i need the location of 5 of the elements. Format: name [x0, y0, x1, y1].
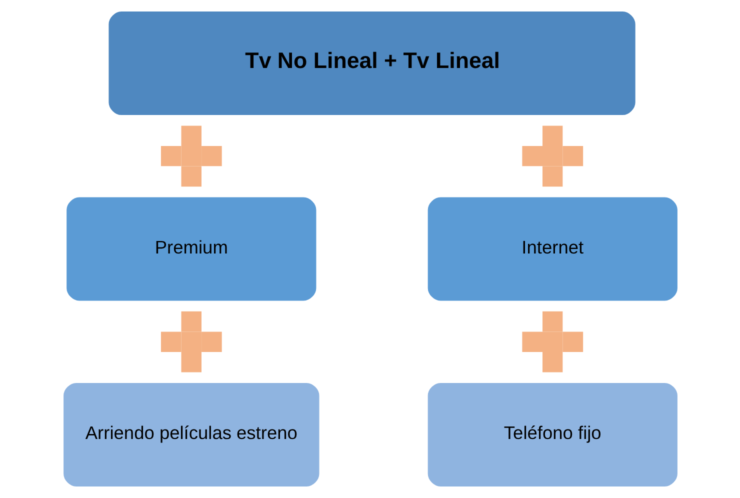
node-box: Internet: [427, 197, 677, 301]
node-box: Teléfono fijo: [427, 382, 677, 486]
node-box: Premium: [66, 197, 316, 301]
node-box: Arriendo películas estreno: [63, 382, 319, 486]
node-box: Tv No Lineal + Tv Lineal: [108, 12, 635, 116]
